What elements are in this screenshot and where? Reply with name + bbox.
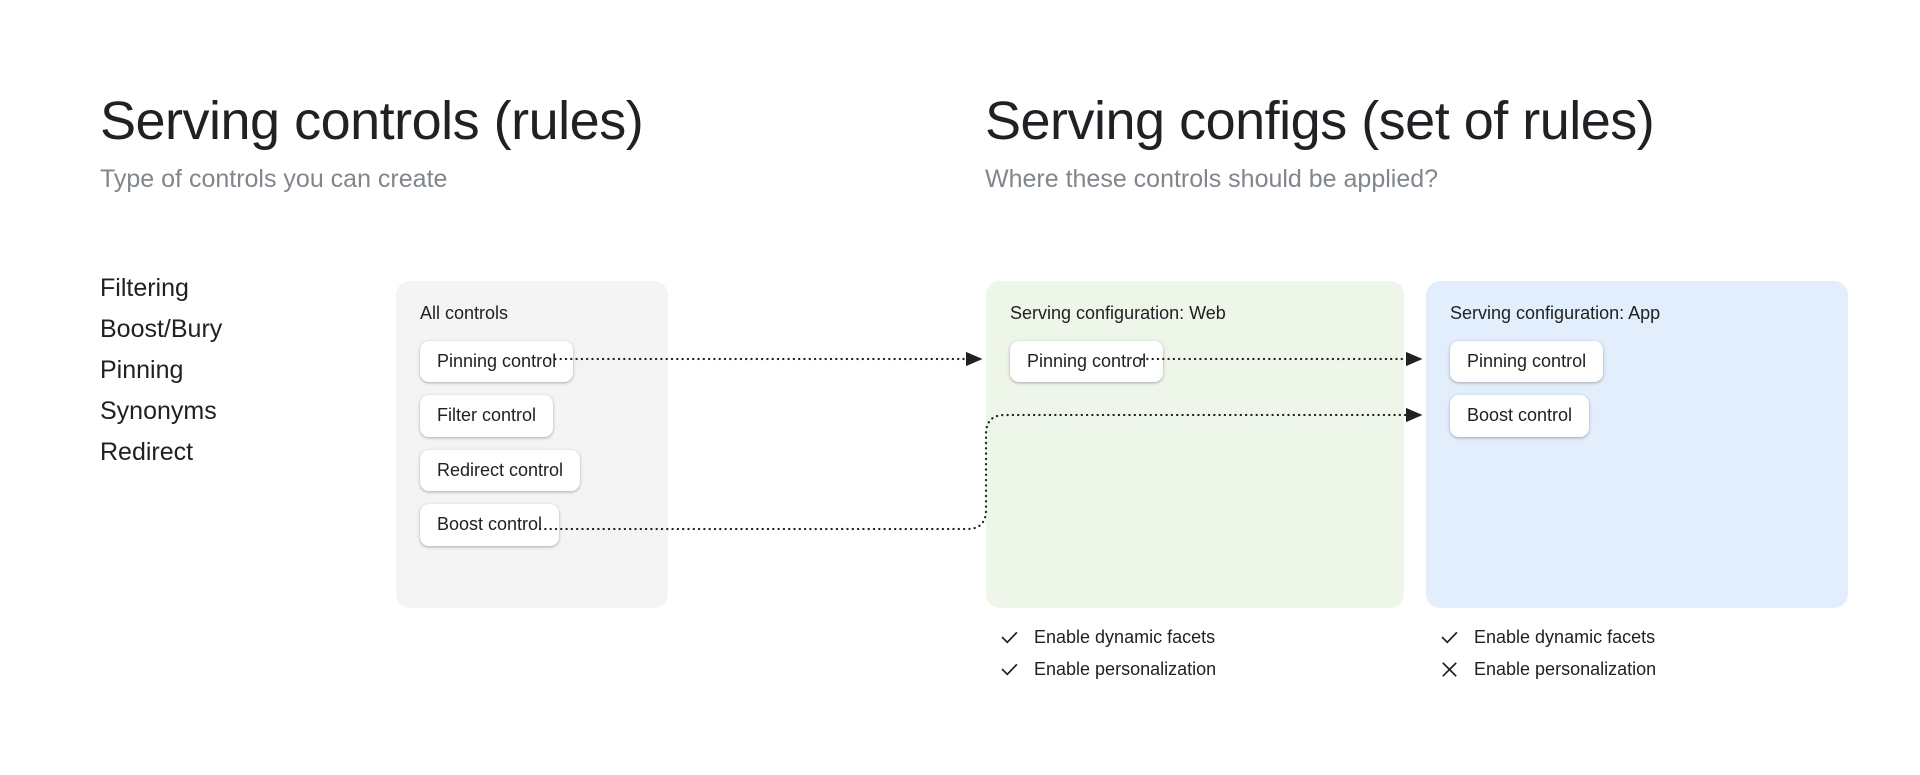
panel-serving-config-app-title: Serving configuration: App bbox=[1450, 303, 1661, 323]
right-column-header: Serving configs (set of rules) Where the… bbox=[985, 91, 1655, 194]
web-feature-personalization: Enable personalization bbox=[1000, 659, 1216, 681]
control-type-list: Filtering Boost/Bury Pinning Synonyms Re… bbox=[100, 268, 222, 473]
all-controls-chip-list: Pinning control Filter control Redirect … bbox=[420, 340, 644, 546]
app-feature-dynamic-facets-label: Enable dynamic facets bbox=[1474, 627, 1656, 647]
all-controls-pinning-control[interactable]: Pinning control bbox=[420, 340, 574, 383]
web-feature-list: Enable dynamic facets Enable personaliza… bbox=[1000, 627, 1216, 680]
control-type-item: Boost/Bury bbox=[100, 315, 223, 343]
control-type-item: Redirect bbox=[100, 438, 194, 466]
app-pinning-control[interactable]: Pinning control bbox=[1450, 340, 1604, 383]
web-chip-list: Pinning control bbox=[1010, 340, 1380, 383]
app-feature-list: Enable dynamic facets Enable personaliza… bbox=[1440, 627, 1656, 680]
panel-all-controls-title: All controls bbox=[420, 303, 509, 323]
all-controls-redirect-control[interactable]: Redirect control bbox=[420, 449, 581, 492]
panel-serving-config-web-title: Serving configuration: Web bbox=[1010, 303, 1226, 323]
close-icon bbox=[1440, 660, 1459, 679]
right-column-title: Serving configs (set of rules) bbox=[985, 91, 1655, 151]
app-boost-control[interactable]: Boost control bbox=[1450, 395, 1590, 437]
control-type-item: Pinning bbox=[100, 356, 184, 384]
panel-all-controls: All controls Pinning control Filter cont… bbox=[396, 281, 668, 608]
control-type-item: Synonyms bbox=[100, 397, 217, 425]
all-controls-filter-control[interactable]: Filter control bbox=[420, 395, 554, 437]
left-column-header: Serving controls (rules) Type of control… bbox=[100, 91, 644, 194]
panel-serving-config-web: Serving configuration: Web Pinning contr… bbox=[986, 281, 1404, 608]
web-feature-dynamic-facets: Enable dynamic facets bbox=[1000, 627, 1216, 649]
app-feature-personalization-label: Enable personalization bbox=[1474, 658, 1657, 679]
app-feature-dynamic-facets: Enable dynamic facets bbox=[1440, 627, 1656, 649]
app-feature-personalization: Enable personalization bbox=[1440, 659, 1656, 681]
web-feature-personalization-label: Enable personalization bbox=[1034, 658, 1217, 679]
left-column-subtitle: Type of controls you can create bbox=[100, 165, 448, 194]
web-pinning-control[interactable]: Pinning control bbox=[1010, 340, 1164, 383]
all-controls-boost-control[interactable]: Boost control bbox=[420, 504, 560, 546]
right-column-subtitle: Where these controls should be applied? bbox=[985, 165, 1439, 194]
app-chip-list: Pinning control Boost control bbox=[1450, 340, 1824, 437]
check-icon bbox=[1000, 660, 1019, 679]
panel-serving-config-app: Serving configuration: App Pinning contr… bbox=[1426, 281, 1848, 608]
control-type-item: Filtering bbox=[100, 274, 189, 302]
web-feature-dynamic-facets-label: Enable dynamic facets bbox=[1034, 627, 1216, 647]
check-icon bbox=[1440, 628, 1459, 647]
left-column-title: Serving controls (rules) bbox=[100, 91, 644, 151]
check-icon bbox=[1000, 628, 1019, 647]
